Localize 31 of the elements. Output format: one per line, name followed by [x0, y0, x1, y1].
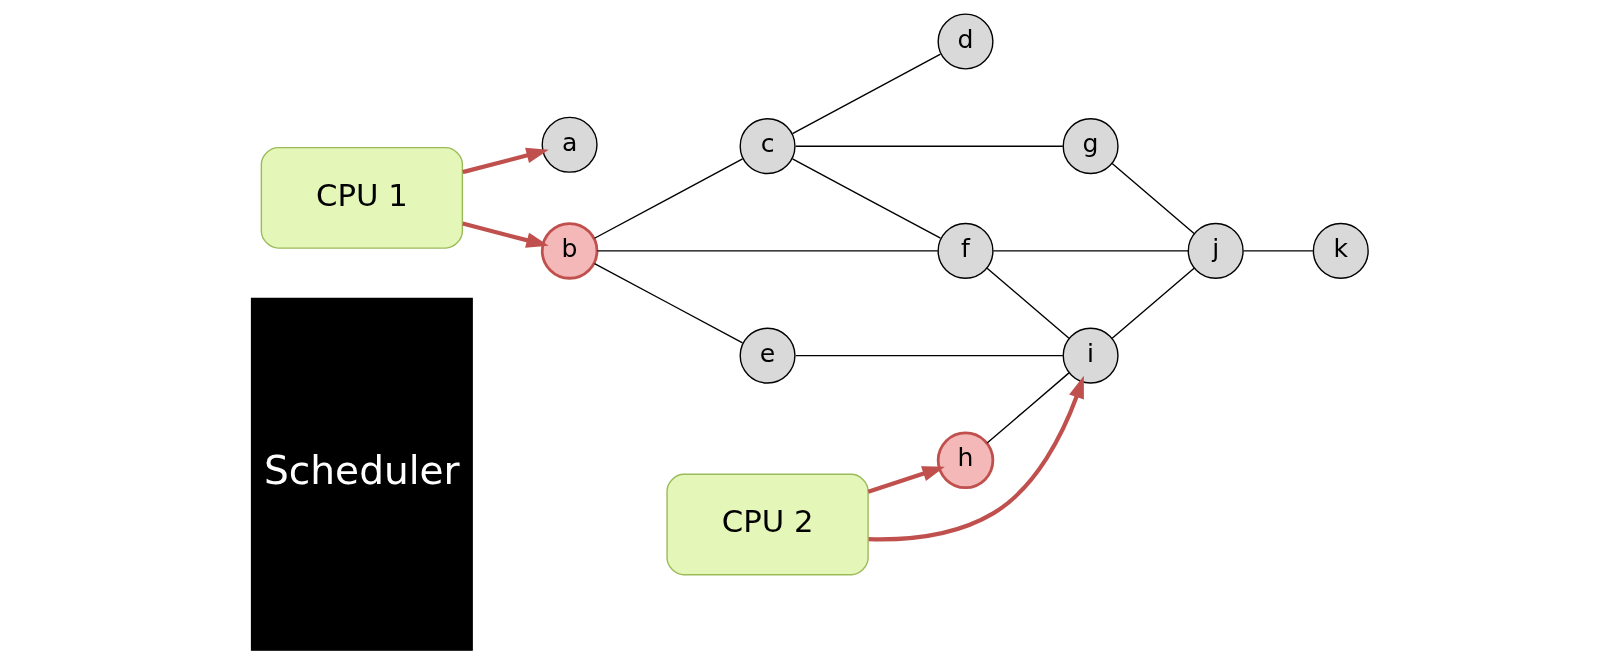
arrow [461, 221, 549, 248]
node-circle: b [540, 222, 598, 280]
node-box: Scheduler [250, 297, 473, 651]
connector [985, 372, 1070, 444]
node-circle: h [936, 431, 994, 490]
node-box: CPU 1 [260, 146, 463, 249]
node-circle: f [936, 222, 994, 279]
node-circle: j [1187, 222, 1244, 279]
arrow [867, 466, 945, 494]
arrow [461, 147, 549, 175]
connector [791, 53, 941, 135]
connector [794, 354, 1063, 357]
connector [596, 250, 939, 252]
node-circle: g [1062, 118, 1119, 175]
connector [1242, 250, 1314, 252]
node-circle: a [541, 116, 598, 173]
connector [992, 250, 1189, 252]
connector [593, 158, 743, 239]
node-circle: i [1062, 327, 1119, 384]
connector [985, 267, 1070, 339]
connector [794, 145, 1063, 147]
node-circle: d [936, 13, 994, 70]
connector [1111, 267, 1195, 339]
node-circle: e [739, 327, 796, 384]
node-box: CPU 2 [665, 473, 869, 576]
connector [791, 158, 941, 239]
node-circle: k [1312, 222, 1369, 279]
arrow [868, 375, 1084, 542]
connector [593, 262, 743, 344]
connector [1111, 162, 1195, 235]
node-circle: c [739, 118, 796, 175]
